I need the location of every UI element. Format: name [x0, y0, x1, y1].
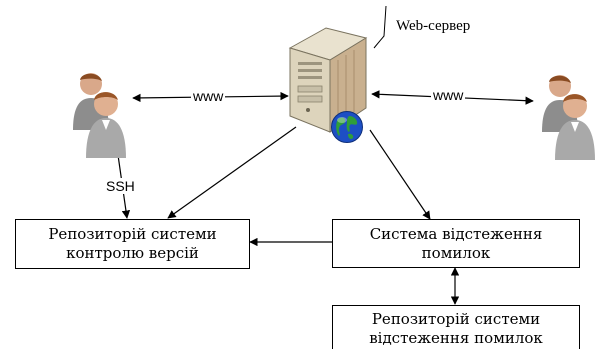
bug-repository-line2: відстеження помилок: [369, 329, 543, 347]
server-to-vcs-link: [167, 126, 297, 219]
bug-repository-box: Репозиторій системи відстеження помилок: [332, 305, 580, 349]
server-to-tracker-link: [369, 129, 431, 220]
www-right-label: www: [431, 87, 466, 103]
ssh-label: SSH: [104, 178, 137, 194]
vcs-repository-box: Репозиторій системи контролю версій: [15, 219, 250, 269]
users-right-icon: [542, 75, 595, 160]
vcs-repository-line2: контролю версій: [66, 244, 199, 262]
server-icon: [288, 27, 368, 133]
bug-tracker-box: Система відстеження помилок: [332, 219, 580, 268]
server-label: Web-сервер: [396, 18, 471, 34]
vcs-repository-line1: Репозиторій системи: [48, 225, 217, 243]
bug-tracker-line1: Система відстеження: [369, 224, 543, 243]
server-label-leader: [373, 5, 387, 49]
users-left-icon: [73, 73, 126, 158]
globe-icon: [331, 111, 363, 143]
bug-repository-line1: Репозиторій системи: [371, 310, 541, 328]
www-left-label: www: [191, 88, 226, 104]
bug-tracker-line2: помилок: [421, 243, 491, 262]
